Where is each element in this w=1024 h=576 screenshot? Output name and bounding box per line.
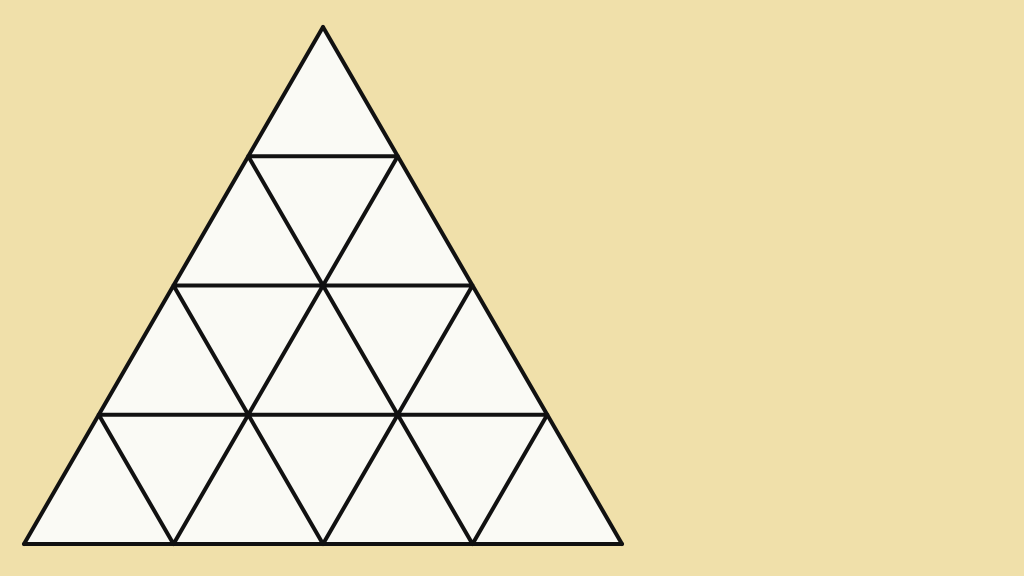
right-diagonal-line (321, 25, 624, 546)
up-triangle-cell (24, 414, 174, 544)
down-triangle-cell (248, 156, 398, 286)
right-diagonal-line (96, 412, 176, 546)
right-diagonal-line (246, 154, 475, 546)
up-triangle-cell (323, 414, 473, 544)
up-triangle-cell (472, 414, 622, 544)
down-triangle-cell (323, 285, 473, 415)
up-triangle-cell (323, 156, 473, 286)
up-triangle-cell (248, 285, 398, 415)
down-triangle-cell (248, 414, 398, 544)
up-triangle-cell (98, 285, 249, 415)
up-triangle-cell (173, 156, 323, 286)
up-triangle-cell (173, 414, 323, 544)
down-triangle-cell (397, 414, 548, 544)
left-diagonal-line (171, 154, 400, 546)
right-diagonal-line (171, 283, 325, 546)
up-triangle-cell (248, 27, 398, 157)
up-triangle-cell (397, 285, 548, 415)
down-triangle-cell (173, 285, 323, 415)
left-diagonal-line (470, 412, 550, 546)
down-triangle-cell (98, 414, 249, 544)
